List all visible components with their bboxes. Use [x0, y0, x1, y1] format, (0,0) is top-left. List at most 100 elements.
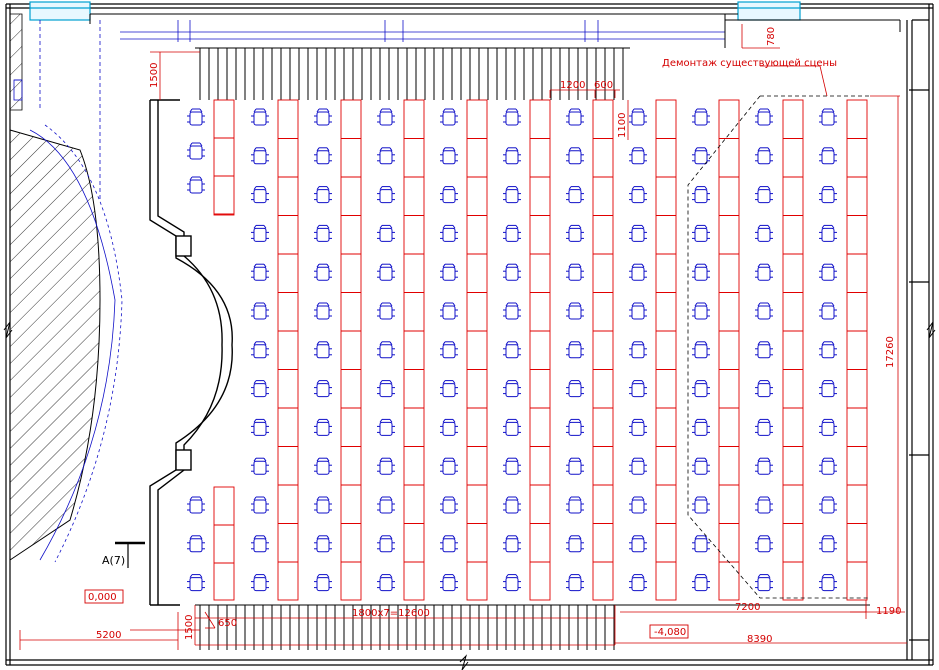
seat	[629, 496, 647, 514]
dim-8390: 8390	[747, 634, 772, 645]
seat	[187, 496, 205, 514]
seat	[440, 418, 458, 436]
seat	[503, 380, 521, 398]
seat	[314, 224, 332, 242]
seat	[819, 496, 837, 514]
seat	[251, 263, 269, 281]
dim-650: 650	[218, 618, 237, 629]
seat	[692, 380, 710, 398]
seat	[314, 496, 332, 514]
seat	[692, 224, 710, 242]
seat	[377, 380, 395, 398]
seat	[755, 574, 773, 592]
seat	[377, 574, 395, 592]
seat	[566, 302, 584, 320]
dimension-lines	[19, 24, 907, 650]
row-block	[466, 99, 488, 601]
windows	[29, 1, 801, 21]
seat	[440, 302, 458, 320]
section-label: A(7)	[102, 554, 125, 567]
row-block	[846, 99, 868, 601]
row-block	[213, 486, 235, 601]
dim-1190: 1190	[876, 606, 901, 617]
row-block	[403, 99, 425, 601]
seat	[251, 418, 269, 436]
seat	[755, 186, 773, 204]
seat	[629, 574, 647, 592]
seat	[503, 108, 521, 126]
seat	[251, 380, 269, 398]
seat	[566, 380, 584, 398]
seat	[755, 496, 773, 514]
left-wall-hatch	[9, 13, 23, 111]
seat	[440, 186, 458, 204]
seat	[440, 496, 458, 514]
row-block	[655, 99, 677, 601]
seat	[377, 457, 395, 475]
seat	[314, 263, 332, 281]
seat	[440, 457, 458, 475]
seat	[692, 574, 710, 592]
seat	[251, 147, 269, 165]
seat	[629, 380, 647, 398]
seat	[314, 574, 332, 592]
seating-rows	[213, 99, 868, 601]
seat	[755, 147, 773, 165]
seat	[819, 263, 837, 281]
seat	[187, 108, 205, 126]
seat	[629, 224, 647, 242]
seat	[377, 341, 395, 359]
seat	[251, 496, 269, 514]
seat	[314, 341, 332, 359]
seat	[503, 186, 521, 204]
seat	[251, 535, 269, 553]
row-block	[592, 99, 614, 601]
seat	[566, 574, 584, 592]
seat	[187, 574, 205, 592]
seat	[566, 186, 584, 204]
seat	[377, 224, 395, 242]
dim-5200: 5200	[96, 630, 121, 641]
seat	[440, 535, 458, 553]
seat	[819, 574, 837, 592]
seat	[819, 535, 837, 553]
seat	[692, 147, 710, 165]
dim-7200: 7200	[735, 602, 760, 613]
seat	[440, 263, 458, 281]
seat	[629, 341, 647, 359]
seat	[566, 418, 584, 436]
seat	[692, 302, 710, 320]
seat	[819, 341, 837, 359]
row-block	[718, 99, 740, 601]
seat	[377, 302, 395, 320]
seat	[314, 147, 332, 165]
seat	[629, 186, 647, 204]
seat	[566, 496, 584, 514]
seat	[314, 302, 332, 320]
seat	[377, 147, 395, 165]
dim-row-span: 1800x7=12600	[352, 608, 430, 619]
row-block	[340, 99, 362, 601]
break-symbols	[3, 321, 936, 670]
seat	[629, 457, 647, 475]
top-risers	[195, 47, 630, 100]
seat	[692, 496, 710, 514]
seat	[755, 535, 773, 553]
seat	[819, 302, 837, 320]
dim-1200: 1200	[560, 80, 585, 91]
seat	[755, 341, 773, 359]
seats	[187, 108, 837, 592]
row-block	[529, 99, 551, 601]
dim-1100: 1100	[617, 113, 628, 138]
seat	[629, 302, 647, 320]
row-block	[213, 99, 235, 216]
dim-600: 600	[594, 80, 613, 91]
seat	[187, 535, 205, 553]
dim-780: 780	[766, 27, 777, 46]
section-marker	[115, 541, 145, 568]
seat	[629, 418, 647, 436]
stage-front-wall	[149, 99, 233, 606]
seat	[819, 108, 837, 126]
seat	[692, 186, 710, 204]
